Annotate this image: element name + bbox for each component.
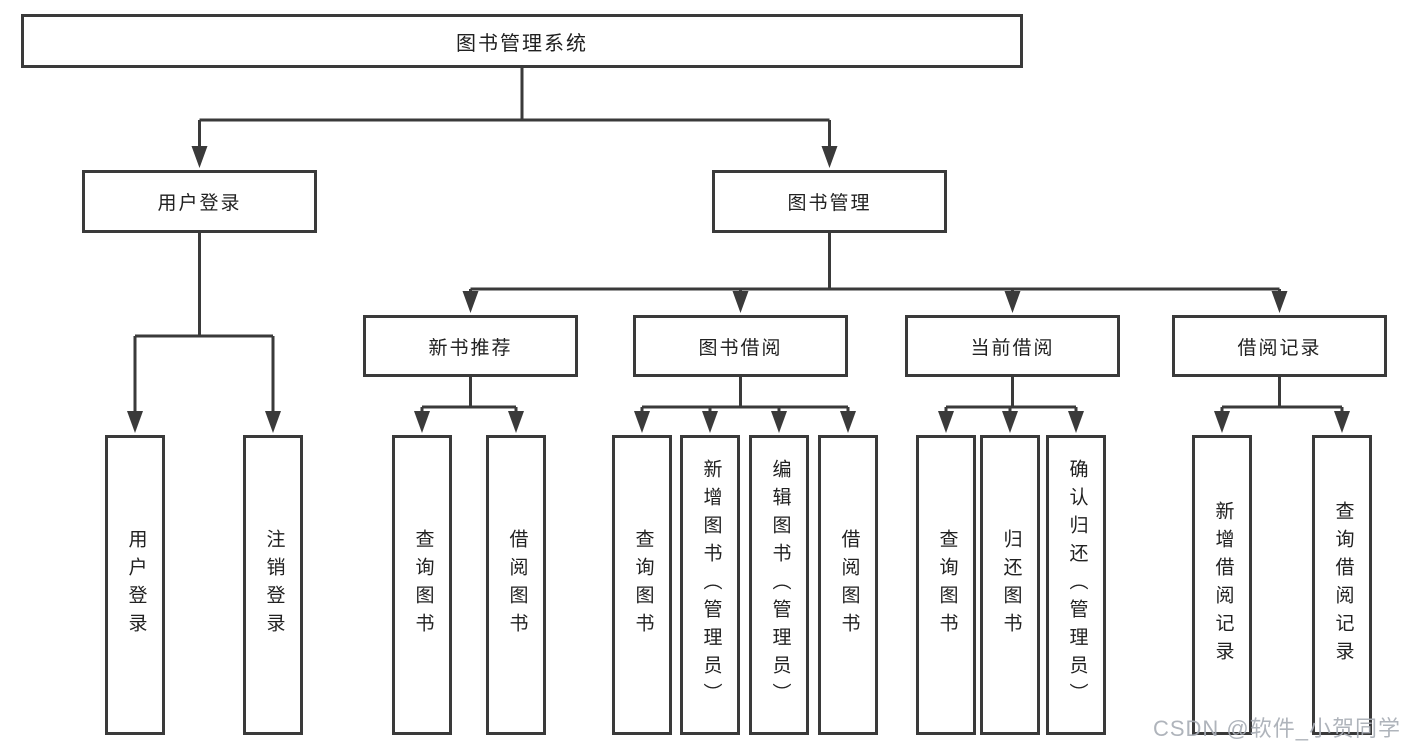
arrow-down-icon: [821, 146, 838, 168]
leaf-query-books-borrow-label: 查询图书: [632, 529, 654, 641]
leaf-borrow-books-borrow-label: 借阅图书: [838, 529, 860, 641]
node-current-borrow-label: 当前借阅: [970, 337, 1055, 359]
leaf-confirm-return-admin-label: 确认归还（管理员）: [1066, 459, 1088, 711]
leaf-query-books-current: 查询图书: [916, 435, 976, 735]
arrow-down-icon: [938, 411, 954, 433]
arrow-down-icon: [414, 411, 430, 433]
arrow-down-icon: [1214, 411, 1230, 433]
node-book-management: 图书管理: [712, 170, 947, 233]
leaf-return-books-label: 归还图书: [1000, 529, 1022, 641]
arrow-down-icon: [462, 291, 479, 313]
leaf-query-borrow-record-label: 查询借阅记录: [1332, 501, 1354, 669]
node-book-borrow-label: 图书借阅: [698, 337, 783, 359]
leaf-add-borrow-record-label: 新增借阅记录: [1212, 501, 1234, 669]
leaf-query-books-recommend-label: 查询图书: [412, 529, 434, 641]
arrowheads: [127, 146, 1350, 433]
leaf-borrow-books-borrow: 借阅图书: [818, 435, 878, 735]
arrow-down-icon: [127, 411, 143, 433]
node-borrow-records-label: 借阅记录: [1237, 337, 1322, 359]
leaf-edit-book-admin: 编辑图书（管理员）: [749, 435, 809, 735]
leaf-user-login-label: 用户登录: [125, 529, 147, 641]
arrow-down-icon: [771, 411, 787, 433]
leaf-query-books-current-label: 查询图书: [936, 529, 958, 641]
node-user-login: 用户登录: [82, 170, 317, 233]
leaf-logout-label: 注销登录: [263, 529, 285, 641]
leaf-query-books-borrow: 查询图书: [612, 435, 672, 735]
node-book-management-label: 图书管理: [787, 193, 872, 214]
arrow-down-icon: [191, 146, 208, 168]
leaf-query-books-recommend: 查询图书: [392, 435, 452, 735]
node-root-label: 图书管理系统: [456, 32, 588, 55]
node-book-borrow: 图书借阅: [633, 315, 848, 377]
leaf-borrow-books-recommend: 借阅图书: [486, 435, 546, 735]
leaf-edit-book-admin-label: 编辑图书（管理员）: [769, 459, 791, 711]
arrow-down-icon: [840, 411, 856, 433]
arrow-down-icon: [265, 411, 281, 433]
leaf-confirm-return-admin: 确认归还（管理员）: [1046, 435, 1106, 735]
leaf-borrow-books-recommend-label: 借阅图书: [506, 529, 528, 641]
arrow-down-icon: [1334, 411, 1350, 433]
node-new-book-recommend-label: 新书推荐: [428, 337, 513, 359]
node-current-borrow: 当前借阅: [905, 315, 1120, 377]
leaf-query-borrow-record: 查询借阅记录: [1312, 435, 1372, 735]
node-root: 图书管理系统: [21, 14, 1023, 68]
node-new-book-recommend: 新书推荐: [363, 315, 578, 377]
leaf-logout: 注销登录: [243, 435, 303, 735]
node-user-login-label: 用户登录: [157, 193, 242, 214]
leaf-return-books: 归还图书: [980, 435, 1040, 735]
arrow-down-icon: [1004, 291, 1021, 313]
arrow-down-icon: [1002, 411, 1018, 433]
arrow-down-icon: [1068, 411, 1084, 433]
leaf-user-login: 用户登录: [105, 435, 165, 735]
arrow-down-icon: [732, 291, 749, 313]
leaf-add-book-admin-label: 新增图书（管理员）: [700, 459, 722, 711]
csdn-watermark: CSDN @软件_小贺同学: [1152, 716, 1401, 741]
leaf-add-book-admin: 新增图书（管理员）: [680, 435, 740, 735]
arrow-down-icon: [702, 411, 718, 433]
arrow-down-icon: [1271, 291, 1288, 313]
leaf-add-borrow-record: 新增借阅记录: [1192, 435, 1252, 735]
arrow-down-icon: [508, 411, 524, 433]
arrow-down-icon: [634, 411, 650, 433]
node-borrow-records: 借阅记录: [1172, 315, 1387, 377]
